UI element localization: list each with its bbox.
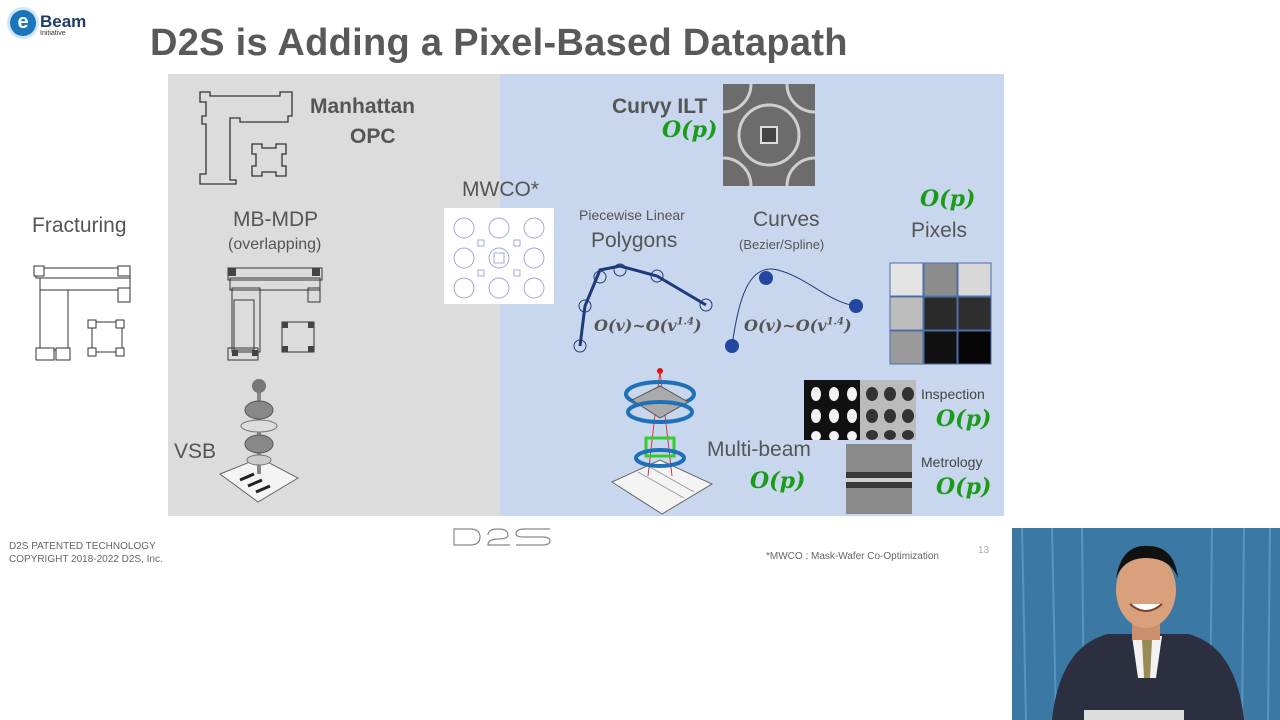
logo-e-icon: e (10, 10, 36, 36)
multibeam-complexity: O(p) (750, 468, 806, 494)
pixel-cell (889, 330, 924, 365)
pixels-label: Pixels (911, 219, 968, 242)
vsb-column-illustration (218, 379, 300, 503)
page-number: 13 (978, 545, 990, 556)
presenter-image (1012, 528, 1280, 720)
bezier-label: (Bezier/Spline) (739, 237, 825, 252)
pixel-cell (923, 262, 958, 297)
fracturing-diagram (33, 265, 131, 361)
curvy-ilt-image (723, 84, 815, 186)
mbmdp-label: MB-MDP (233, 208, 319, 231)
opc-label: OPC (350, 125, 396, 148)
curves-label: Curves (753, 208, 820, 231)
pixel-cell (923, 296, 958, 331)
polygons-complexity: O(v)~O(v1.4) (594, 316, 702, 335)
logo-name: Beam (40, 12, 87, 31)
pixel-cell (957, 330, 992, 365)
polygons-curve-diagram (573, 263, 713, 353)
manhattan-label: Manhattan (310, 95, 415, 118)
presenter-video (1012, 528, 1280, 720)
mbmdp-diagram (227, 267, 323, 361)
overlapping-label: (overlapping) (228, 236, 322, 253)
curves-diagram (725, 268, 863, 353)
d2s-logo (453, 528, 551, 546)
metrology-complexity: O(p) (936, 474, 992, 500)
metrology-image (846, 444, 912, 514)
inspection-label: Inspection (921, 386, 985, 402)
pixel-cell (889, 296, 924, 331)
curves-complexity: O(v)~O(v1.4) (744, 316, 852, 335)
logo-subtitle: Initiative (40, 30, 66, 37)
multibeam-label: Multi-beam (707, 438, 811, 461)
patent-notice: D2S PATENTED TECHNOLOGY (9, 541, 156, 552)
mwco-pattern-image (444, 208, 554, 304)
pixel-cell (889, 262, 924, 297)
piecewise-label: Piecewise Linear (579, 207, 685, 223)
polygons-label: Polygons (591, 229, 678, 252)
inspection-complexity: O(p) (936, 406, 992, 432)
mwco-label: MWCO* (462, 178, 539, 201)
curvy-ilt-label: Curvy ILT (612, 95, 708, 118)
mwco-footnote: *MWCO : Mask-Wafer Co-Optimization (766, 551, 939, 562)
inspection-image (804, 380, 916, 440)
pixels-complexity: O(p) (920, 186, 976, 212)
manhattan-opc-diagram (199, 91, 293, 185)
multibeam-column-illustration (610, 368, 714, 515)
pixel-grid (889, 262, 992, 365)
copyright-notice: COPYRIGHT 2018-2022 D2S, Inc. (9, 554, 163, 565)
pixel-cell (957, 296, 992, 331)
metrology-label: Metrology (921, 454, 983, 470)
slide-title: D2S is Adding a Pixel-Based Datapath (150, 22, 848, 64)
vsb-label: VSB (174, 440, 217, 463)
curvy-ilt-complexity: O(p) (662, 117, 718, 143)
pixel-cell (923, 330, 958, 365)
fracturing-label: Fracturing (32, 214, 127, 237)
pixel-cell (957, 262, 992, 297)
